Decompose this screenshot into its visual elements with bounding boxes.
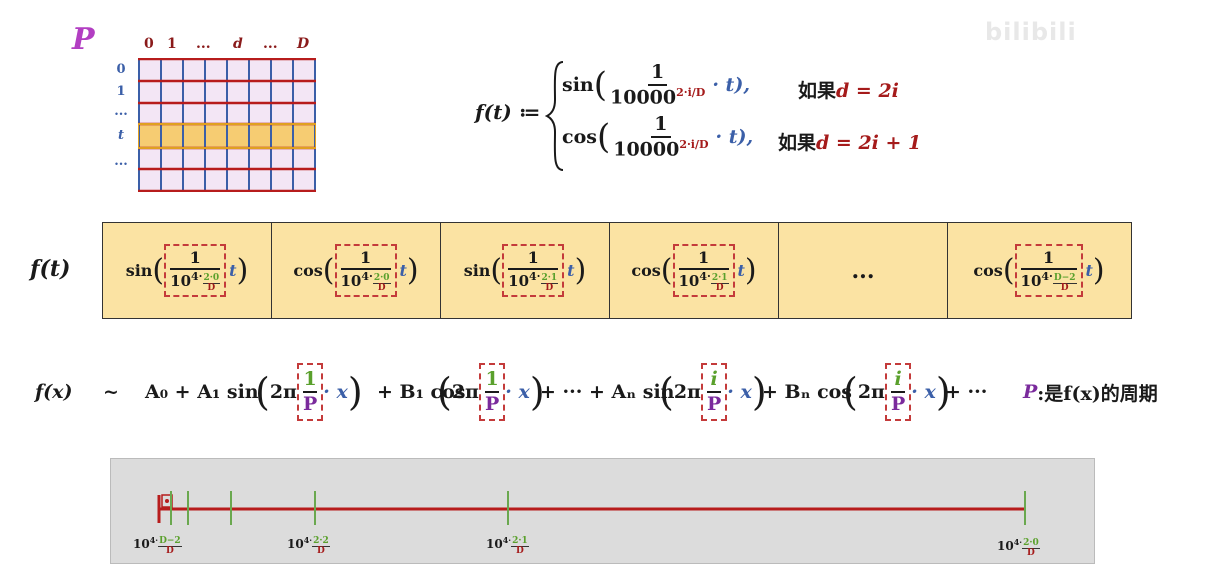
- band-label: f(t): [30, 256, 71, 282]
- tail: + ···: [945, 381, 988, 403]
- row-label: t: [117, 128, 124, 143]
- col-label: ...: [263, 36, 278, 52]
- definition-cond-2: 如果d = 2i + 1: [778, 132, 922, 154]
- col-label: 1: [167, 36, 177, 52]
- term-bn: + Bₙ cos: [762, 381, 853, 403]
- col-label: ...: [196, 36, 211, 52]
- band-cell-ellipsis: ...: [779, 223, 948, 318]
- definition-lhs: f(t) ≔: [475, 100, 541, 124]
- brace-icon: [545, 61, 564, 171]
- fourier-lhs: f(x): [35, 381, 73, 403]
- period-symbol: P: [1023, 381, 1038, 403]
- timeline-axis: [157, 491, 1026, 525]
- term-a: A₀ + A₁ sin: [145, 381, 259, 403]
- start-dot: [165, 499, 169, 503]
- row-label: ...: [114, 154, 128, 169]
- period-note: :是f(x)的周期: [1037, 382, 1158, 405]
- matrix-grid: [138, 58, 316, 192]
- col-label: 0: [144, 36, 154, 52]
- col-label: D: [297, 36, 310, 52]
- definition-cond-1: 如果d = 2i: [798, 80, 899, 102]
- row-label: 0: [116, 62, 126, 77]
- watermark: bilibili: [985, 18, 1077, 46]
- term-b: + B₁ cos: [377, 381, 466, 403]
- row-label: 1: [116, 84, 126, 99]
- tilde: ~: [103, 381, 119, 403]
- term-an: + ··· + Aₙ sin: [540, 381, 675, 403]
- highlight-border: [138, 123, 316, 149]
- row-label: ...: [114, 104, 128, 119]
- col-label: d: [233, 36, 243, 52]
- matrix-title: P: [72, 22, 95, 57]
